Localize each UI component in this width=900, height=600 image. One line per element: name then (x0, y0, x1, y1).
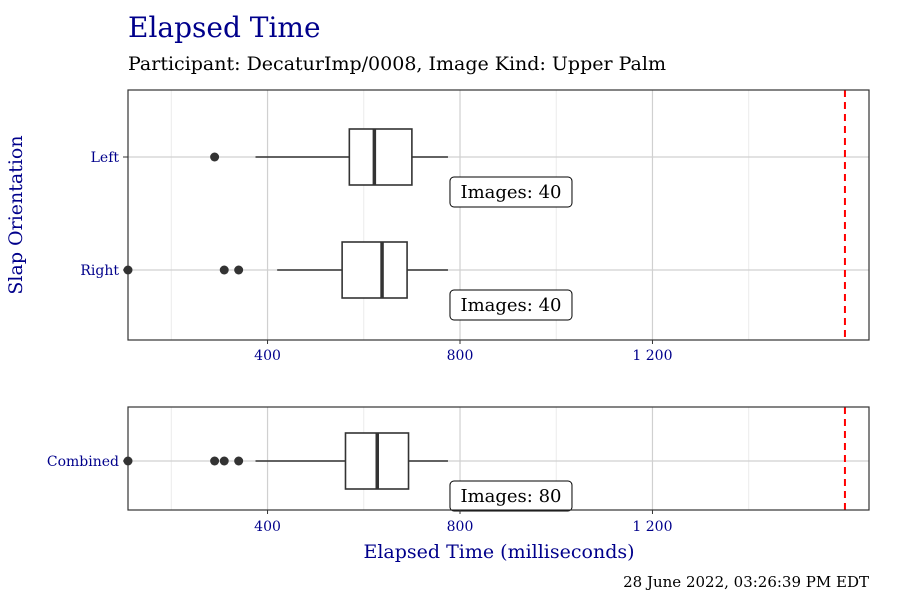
outlier-point (234, 265, 244, 275)
x-tick-label: 800 (447, 519, 474, 535)
count-label-box (449, 176, 573, 208)
x-tick-label: 400 (254, 348, 281, 364)
count-label: Images: 40 (460, 295, 561, 316)
outlier-point (234, 456, 244, 466)
chart-subtitle: Participant: DecaturImp/0008, Image Kind… (128, 53, 666, 75)
count-label: Images: 80 (460, 486, 561, 507)
panel-border (127, 89, 870, 341)
box-left: Images: 40 (210, 128, 573, 208)
box-combined: Images: 80 (123, 432, 573, 512)
timestamp-caption: 28 June 2022, 03:26:39 PM EDT (623, 573, 869, 591)
outlier-point (210, 152, 220, 162)
x-tick-label: 1 200 (632, 519, 672, 535)
outlier-point (219, 265, 229, 275)
count-label-box (449, 480, 573, 512)
outlier-point (210, 456, 220, 466)
panel-bottom: Images: 80 Combined 400 800 1 200 (47, 406, 870, 535)
y-tick-label: Combined (47, 454, 119, 470)
x-tick-label: 800 (447, 348, 474, 364)
y-tick-label: Right (80, 263, 119, 279)
count-label-box (449, 289, 573, 321)
count-label: Images: 40 (460, 182, 561, 203)
box-iqr (348, 128, 413, 186)
panel-border (127, 406, 870, 511)
y-tick-label: Left (91, 150, 120, 166)
x-axis-title: Elapsed Time (milliseconds) (363, 541, 634, 563)
chart-title: Elapsed Time (128, 11, 321, 44)
x-tick-label: 1 200 (632, 348, 672, 364)
box-right: Images: 40 (123, 241, 573, 321)
y-axis-title: Slap Orientation (5, 135, 27, 294)
box-iqr (341, 241, 408, 299)
x-tick-label: 400 (254, 519, 281, 535)
outlier-point (219, 456, 229, 466)
